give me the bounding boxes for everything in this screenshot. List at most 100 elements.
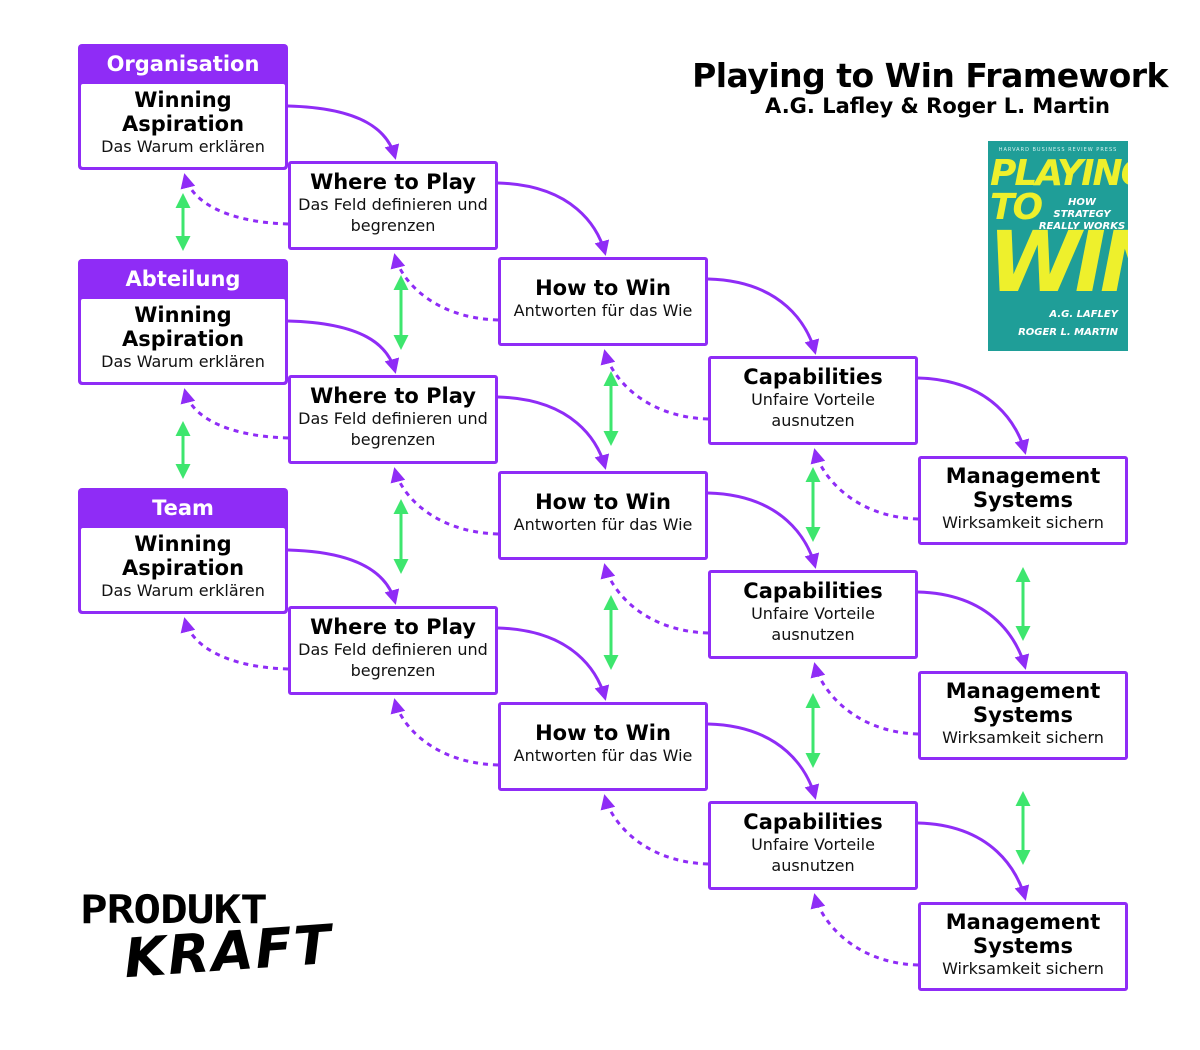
node-title: Winning	[134, 303, 232, 327]
node-title: How to Win	[535, 276, 671, 300]
forward-arrow	[497, 181, 610, 256]
where-to-play-node: Where to Play Das Feld definieren und be…	[288, 161, 498, 250]
feedback-arrow	[600, 563, 709, 635]
how-to-win-node: How to Win Antworten für das Wie	[498, 702, 708, 791]
feedback-arrow	[600, 349, 709, 421]
level-organisation: Organisation Winning Aspiration Das Waru…	[78, 44, 288, 170]
winning-aspiration-box: Winning Aspiration Das Warum erklären	[81, 528, 285, 611]
node-subtitle: Das Feld definieren und	[298, 640, 488, 659]
capabilities-node: Capabilities Unfaire Vorteile ausnutzen	[708, 570, 918, 659]
how-to-win-node: How to Win Antworten für das Wie	[498, 257, 708, 346]
book-cover-image: HARVARD BUSINESS REVIEW PRESS PLAYING TO…	[988, 141, 1128, 351]
node-title: Aspiration	[121, 112, 245, 136]
book-tagline: HOW STRATEGY REALLY WORKS	[1038, 197, 1126, 232]
where-to-play-node: Where to Play Das Feld definieren und be…	[288, 606, 498, 695]
forward-arrow	[497, 626, 610, 701]
node-subtitle: Das Feld definieren und	[298, 409, 488, 428]
node-subtitle: ausnutzen	[771, 411, 855, 430]
node-title: Winning	[134, 532, 232, 556]
level-header: Abteilung	[125, 267, 241, 291]
feedback-arrow	[810, 662, 919, 736]
management-systems-node: Management Systems Wirksamkeit sichern	[918, 456, 1128, 545]
node-title: Aspiration	[121, 327, 245, 351]
node-subtitle: Unfaire Vorteile	[751, 835, 875, 854]
node-title: Aspiration	[121, 556, 245, 580]
logo-line: PRODUKT	[80, 886, 268, 933]
produktkraft-logo: PRODUKT KRAFT	[80, 886, 335, 990]
forward-arrow	[287, 104, 400, 160]
node-title: How to Win	[535, 490, 671, 514]
feedback-arrow	[180, 388, 289, 440]
node-title: Where to Play	[310, 384, 476, 408]
level-header: Team	[152, 496, 214, 520]
node-subtitle: ausnutzen	[771, 625, 855, 644]
feedback-arrow	[810, 448, 919, 521]
feedback-arrow	[390, 698, 499, 767]
book-title-line: TO	[990, 187, 1043, 228]
node-subtitle: Antworten für das Wie	[513, 746, 693, 765]
node-title: Systems	[973, 703, 1073, 727]
management-systems-node: Management Systems Wirksamkeit sichern	[918, 671, 1128, 760]
winning-aspiration-box: Winning Aspiration Das Warum erklären	[81, 299, 285, 382]
forward-arrow	[707, 277, 820, 355]
node-title: Where to Play	[310, 170, 476, 194]
node-subtitle: Unfaire Vorteile	[751, 604, 875, 623]
forward-arrow	[917, 821, 1030, 901]
forward-arrow	[707, 491, 820, 569]
node-title: Capabilities	[743, 365, 883, 389]
node-subtitle: begrenzen	[350, 661, 436, 680]
node-title: Systems	[973, 488, 1073, 512]
node-subtitle: Unfaire Vorteile	[751, 390, 875, 409]
forward-arrow	[497, 395, 610, 470]
node-title: Systems	[973, 934, 1073, 958]
node-subtitle: ausnutzen	[771, 856, 855, 875]
book-title-line: WIN	[988, 213, 1128, 311]
forward-arrow	[287, 548, 400, 605]
forward-arrow	[707, 722, 820, 800]
node-subtitle: begrenzen	[350, 430, 436, 449]
feedback-arrow	[810, 893, 919, 967]
node-title: Where to Play	[310, 615, 476, 639]
node-title: Management	[945, 679, 1101, 703]
forward-arrow	[287, 319, 400, 374]
node-title: Capabilities	[743, 579, 883, 603]
node-subtitle: Antworten für das Wie	[513, 515, 693, 534]
node-subtitle: Wirksamkeit sichern	[942, 513, 1104, 532]
node-title: Management	[945, 910, 1101, 934]
feedback-arrow	[180, 617, 289, 671]
node-subtitle: Das Warum erklären	[101, 137, 265, 156]
level-header: Organisation	[106, 52, 260, 76]
forward-arrow	[917, 590, 1030, 670]
diagram-subtitle: A.G. Lafley & Roger L. Martin	[765, 94, 1110, 118]
node-title: Winning	[134, 88, 232, 112]
node-subtitle: Das Warum erklären	[101, 581, 265, 600]
node-subtitle: Antworten für das Wie	[513, 301, 693, 320]
feedback-arrow	[180, 173, 289, 226]
node-subtitle: begrenzen	[350, 216, 436, 235]
feedback-arrow	[390, 467, 499, 536]
title-block: Playing to Win Framework A.G. Lafley & R…	[692, 58, 1168, 119]
how-to-win-node: How to Win Antworten für das Wie	[498, 471, 708, 560]
management-systems-node: Management Systems Wirksamkeit sichern	[918, 902, 1128, 991]
book-author: ROGER L. MARTIN	[1018, 327, 1118, 338]
node-subtitle: Das Feld definieren und	[298, 195, 488, 214]
where-to-play-node: Where to Play Das Feld definieren und be…	[288, 375, 498, 464]
book-author: A.G. LAFLEY	[1049, 309, 1118, 320]
feedback-arrow	[390, 253, 499, 322]
winning-aspiration-box: Winning Aspiration Das Warum erklären	[81, 84, 285, 167]
node-subtitle: Wirksamkeit sichern	[942, 728, 1104, 747]
book-title-line: PLAYING	[990, 153, 1128, 194]
node-title: Capabilities	[743, 810, 883, 834]
node-title: How to Win	[535, 721, 671, 745]
node-subtitle: Das Warum erklären	[101, 352, 265, 371]
book-publisher: HARVARD BUSINESS REVIEW PRESS	[998, 147, 1118, 153]
level-team: Team Winning Aspiration Das Warum erklär…	[78, 488, 288, 614]
node-subtitle: Wirksamkeit sichern	[942, 959, 1104, 978]
capabilities-node: Capabilities Unfaire Vorteile ausnutzen	[708, 801, 918, 890]
node-title: Management	[945, 464, 1101, 488]
forward-arrow	[917, 376, 1030, 455]
level-abteilung: Abteilung Winning Aspiration Das Warum e…	[78, 259, 288, 385]
feedback-arrow	[600, 794, 709, 866]
